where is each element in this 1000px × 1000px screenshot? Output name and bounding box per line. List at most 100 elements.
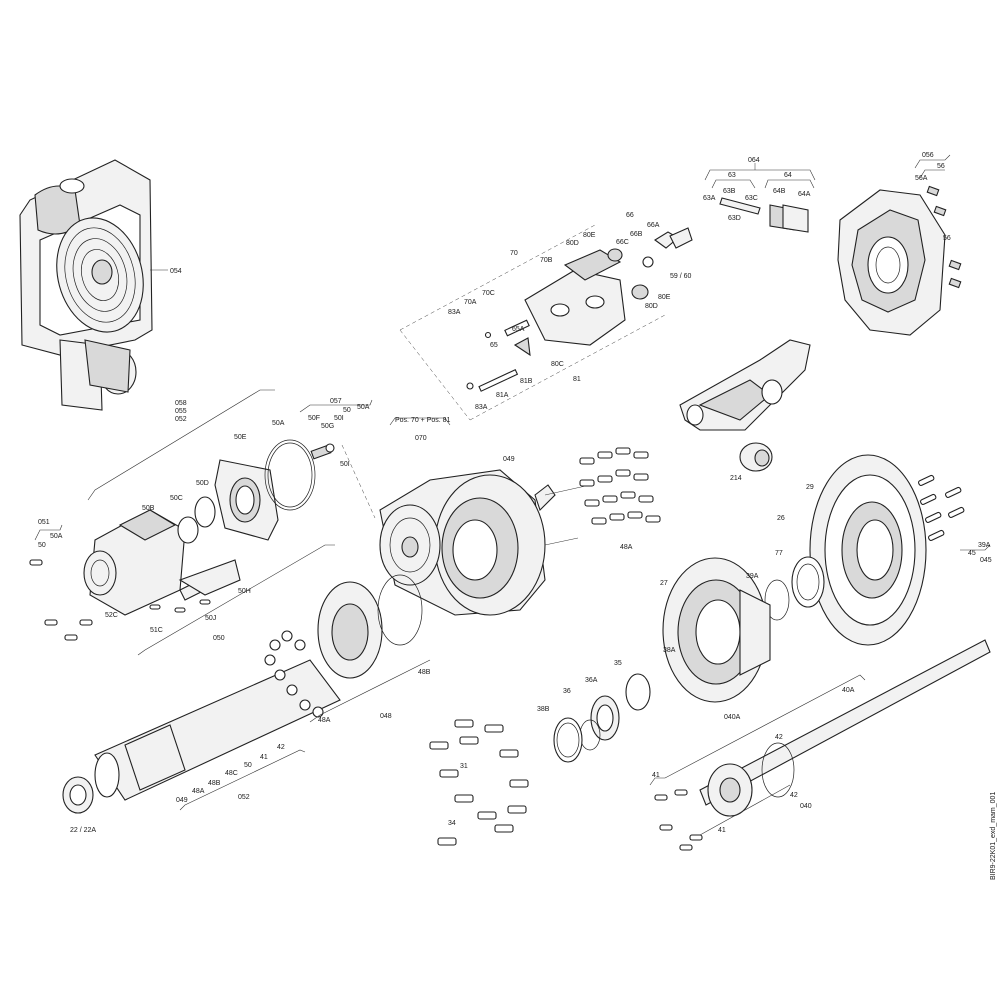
label-056: 056 xyxy=(922,152,934,159)
label-214: 214 xyxy=(730,475,742,482)
label-057: 057 xyxy=(330,398,342,405)
label-050: 050 xyxy=(213,635,225,642)
label-63D: 63D xyxy=(728,215,741,222)
label-50H: 50H xyxy=(238,588,251,595)
label-070: 070 xyxy=(415,435,427,442)
label-66B: 66B xyxy=(630,231,643,238)
label-040A: 040A xyxy=(724,714,741,721)
brake-disc xyxy=(764,454,965,646)
label-50C: 50C xyxy=(170,495,183,502)
label-50-b: 50 xyxy=(38,542,46,549)
label-77: 77 xyxy=(775,550,783,557)
label-65: 65 xyxy=(490,342,498,349)
label-052-b: 052 xyxy=(238,794,250,801)
label-50A-c: 50A xyxy=(272,420,285,427)
label-34: 34 xyxy=(448,820,456,827)
label-70C: 70C xyxy=(482,290,495,297)
label-48A-b: 48A xyxy=(318,717,331,724)
label-50J: 50J xyxy=(205,615,216,622)
label-50I-b: 50I xyxy=(340,461,350,468)
label-56: 56 xyxy=(937,163,945,170)
bolt-cluster xyxy=(579,447,661,525)
label-81: 81 xyxy=(573,376,581,383)
brake-caliper xyxy=(837,154,962,336)
drive-motor-group xyxy=(83,389,335,656)
drive-shaft xyxy=(649,639,991,851)
small-bolts xyxy=(29,559,211,641)
label-70B: 70B xyxy=(540,257,553,264)
label-048: 048 xyxy=(380,713,392,720)
label-40A: 40A xyxy=(842,687,855,694)
label-51C: 51C xyxy=(150,627,163,634)
label-50E: 50E xyxy=(234,434,247,441)
label-48B: 48B xyxy=(418,669,431,676)
label-41-c: 41 xyxy=(260,754,268,761)
label-50: 50 xyxy=(343,407,351,414)
label-70: 70 xyxy=(510,250,518,257)
label-80C: 80C xyxy=(551,361,564,368)
label-36A: 36A xyxy=(585,677,598,684)
label-48C: 48C xyxy=(225,770,238,777)
label-38A: 38A xyxy=(663,647,676,654)
label-50G: 50G xyxy=(321,423,334,430)
label-59-60: 59 / 60 xyxy=(670,273,692,280)
part-labels: 064 63 64 63B 63A 63C 63D 64B 64A 056 56… xyxy=(38,152,997,880)
label-29: 29 xyxy=(806,484,814,491)
label-064: 064 xyxy=(748,157,760,164)
label-80E-b: 80E xyxy=(658,294,671,301)
label-56A: 56A xyxy=(915,175,928,182)
label-054: 054 xyxy=(170,268,182,275)
label-63C: 63C xyxy=(745,195,758,202)
valve-block-assembly xyxy=(399,224,693,421)
label-50B: 50B xyxy=(142,505,155,512)
label-48B-2: 48B xyxy=(208,780,221,787)
label-63A: 63A xyxy=(703,195,716,202)
label-38B: 38B xyxy=(537,706,550,713)
callout-brackets xyxy=(34,169,991,811)
label-040: 040 xyxy=(800,803,812,810)
label-052: 052 xyxy=(175,416,187,423)
cooler-fan-unit xyxy=(19,159,168,411)
label-26: 26 xyxy=(777,515,785,522)
label-66C: 66C xyxy=(616,239,629,246)
label-63: 63 xyxy=(728,172,736,179)
label-27: 27 xyxy=(660,580,668,587)
label-64B: 64B xyxy=(773,188,786,195)
label-42-b: 42 xyxy=(790,792,798,799)
label-42-c: 42 xyxy=(277,744,285,751)
wheel-hub xyxy=(553,557,771,763)
label-051: 051 xyxy=(38,519,50,526)
label-058: 058 xyxy=(175,400,187,407)
label-45: 45 xyxy=(968,550,976,557)
label-48A-2: 48A xyxy=(192,788,205,795)
label-63B: 63B xyxy=(723,188,736,195)
label-50-c: 50 xyxy=(244,762,252,769)
brake-pad-kit xyxy=(704,163,816,233)
label-81A: 81A xyxy=(496,392,509,399)
label-48A: 48A xyxy=(620,544,633,551)
label-80D: 80D xyxy=(566,240,579,247)
label-42: 42 xyxy=(775,734,783,741)
label-50A-b: 50A xyxy=(50,533,63,540)
label-50A: 50A xyxy=(357,404,370,411)
label-35: 35 xyxy=(614,660,622,667)
label-50I: 50I xyxy=(334,415,344,422)
steering-arm xyxy=(679,339,811,472)
label-50F: 50F xyxy=(308,415,320,422)
label-39A-b: 39A xyxy=(978,542,991,549)
label-66: 66 xyxy=(626,212,634,219)
label-70A: 70A xyxy=(464,299,477,306)
label-41: 41 xyxy=(652,772,660,779)
label-pos-70-81: Pos. 70 + Pos. 81 xyxy=(395,417,451,424)
label-049-b: 049 xyxy=(176,797,188,804)
label-39A: 39A xyxy=(746,573,759,580)
label-83A: 83A xyxy=(448,309,461,316)
label-50D: 50D xyxy=(196,480,209,487)
label-80E: 80E xyxy=(583,232,596,239)
label-64A: 64A xyxy=(798,191,811,198)
label-64: 64 xyxy=(784,172,792,179)
label-049: 049 xyxy=(503,456,515,463)
loose-bolts xyxy=(429,719,529,846)
label-65A: 65A xyxy=(512,326,525,333)
